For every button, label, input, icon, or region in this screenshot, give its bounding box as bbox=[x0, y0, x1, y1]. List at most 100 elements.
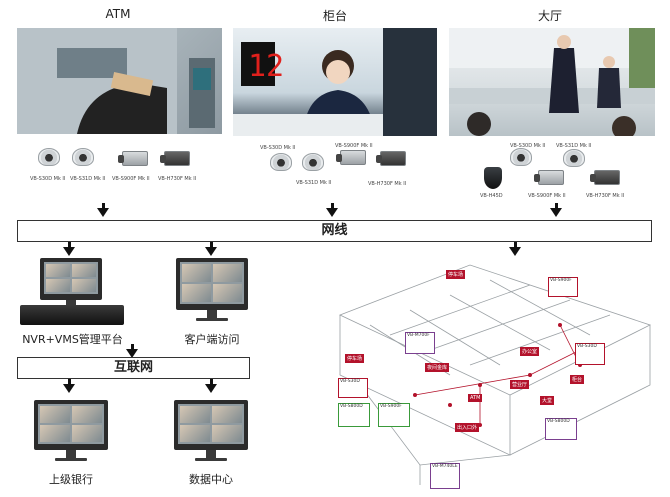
box-camera-icon bbox=[534, 170, 564, 185]
hall-photo bbox=[449, 28, 655, 136]
arrow-stem bbox=[68, 242, 71, 248]
section-title-hall: 大厅 bbox=[537, 9, 562, 23]
nvr-caption: NVR+VMS管理平台 bbox=[22, 333, 123, 346]
monitor-stand bbox=[206, 450, 216, 458]
dome-camera-icon bbox=[270, 153, 292, 171]
floorplan-camera-label: VB-S30D bbox=[577, 344, 597, 349]
monitor-stand bbox=[207, 310, 217, 318]
atm-scene-icon bbox=[17, 28, 215, 134]
arrow-stem bbox=[102, 203, 105, 209]
floorplan-camera: VB-S30D bbox=[575, 343, 605, 365]
camera-label: VB-S900F Mk II bbox=[112, 176, 150, 182]
camera-label: VB-H730F Mk II bbox=[158, 176, 197, 182]
floorplan-camera: VB-M740LE bbox=[430, 463, 460, 489]
monitor-base bbox=[55, 458, 87, 461]
dome-camera-icon bbox=[510, 148, 532, 166]
camera-label: VB-H45D bbox=[480, 193, 503, 199]
camera-label: VB-S31D Mk II bbox=[556, 143, 592, 149]
floorplan-camera-label: VB-S900F bbox=[550, 278, 572, 283]
nvr-recorder bbox=[20, 305, 124, 325]
datacenter-caption: 数据中心 bbox=[189, 473, 233, 486]
floorplan-tag: ATM bbox=[468, 394, 483, 402]
camera-label: VB-S31D Mk II bbox=[296, 180, 332, 186]
arrow-down-icon bbox=[326, 208, 338, 217]
floor-plan-drawing bbox=[338, 264, 652, 485]
client-monitor bbox=[176, 258, 248, 310]
floorplan-camera-label: VB-S800D bbox=[340, 404, 363, 409]
dome-camera-icon bbox=[563, 149, 585, 167]
arrow-down-icon bbox=[205, 247, 217, 256]
datacenter-monitor bbox=[174, 400, 248, 450]
floorplan-tag: 柜台 bbox=[570, 375, 585, 384]
box-camera-icon bbox=[590, 170, 620, 185]
arrow-down-icon bbox=[205, 384, 217, 393]
arrow-down-icon bbox=[63, 247, 75, 256]
section-title-atm: ATM bbox=[105, 7, 131, 21]
floorplan-tag: 夜间金库 bbox=[425, 363, 450, 372]
branch-monitor bbox=[34, 400, 108, 450]
dome-camera-icon bbox=[72, 148, 94, 166]
ptz-camera-icon bbox=[484, 167, 502, 189]
floorplan-tag: 出入口外 bbox=[455, 423, 480, 432]
monitor-stand bbox=[66, 300, 76, 308]
monitor-screen bbox=[44, 262, 98, 294]
arrow-down-icon bbox=[97, 208, 109, 217]
dome-camera-icon bbox=[38, 148, 60, 166]
box-camera-icon bbox=[376, 151, 406, 166]
camera-label: VB-S900F Mk II bbox=[528, 193, 566, 199]
arrow-stem bbox=[68, 379, 71, 385]
arrow-stem bbox=[210, 379, 213, 385]
monitor-screen bbox=[38, 404, 104, 444]
dome-camera-icon bbox=[302, 153, 324, 171]
arrow-stem bbox=[210, 242, 213, 248]
monitor-screen bbox=[178, 404, 244, 444]
arrow-down-icon bbox=[126, 349, 138, 358]
arrow-down-icon bbox=[63, 384, 75, 393]
floorplan-camera-label: VB-M700F bbox=[407, 333, 430, 338]
branch-caption: 上级银行 bbox=[49, 473, 93, 486]
internet-bar: 互联网 bbox=[17, 357, 250, 379]
camera-label: VB-S900F Mk II bbox=[335, 143, 373, 149]
arrow-stem bbox=[331, 203, 334, 209]
camera-label: VB-S30D Mk II bbox=[30, 176, 66, 182]
floorplan-camera-label: VB-S30D bbox=[340, 379, 360, 384]
box-camera-icon bbox=[336, 150, 366, 165]
floorplan-camera-label: VB-M740LE bbox=[432, 464, 458, 469]
floorplan-camera: VB-S800D bbox=[545, 418, 577, 440]
floorplan-tag: 营业厅 bbox=[510, 380, 530, 389]
monitor-base bbox=[195, 458, 227, 461]
client-caption: 客户端访问 bbox=[184, 333, 240, 346]
network-bar: 网线 bbox=[17, 220, 652, 242]
box-camera-icon bbox=[118, 151, 148, 166]
counter-scene-icon: 12 bbox=[233, 28, 437, 136]
camera-label: VB-H730F Mk II bbox=[368, 181, 407, 187]
floorplan-camera: VB-S30D bbox=[338, 378, 368, 398]
arrow-stem bbox=[131, 344, 134, 350]
arrow-down-icon bbox=[509, 247, 521, 256]
floorplan-camera: VB-S800D bbox=[338, 403, 370, 427]
camera-label: VB-S30D Mk II bbox=[260, 145, 296, 151]
camera-label: VB-S31D Mk II bbox=[70, 176, 106, 182]
floorplan-camera: VB-M700F bbox=[405, 332, 435, 354]
camera-label: VB-S30D Mk II bbox=[510, 143, 546, 149]
monitor-stand bbox=[66, 450, 76, 458]
counter-photo: 12 bbox=[233, 28, 437, 136]
floorplan-tag: 停车场 bbox=[446, 270, 466, 279]
floorplan-camera-label: VB-S800D bbox=[547, 419, 570, 424]
nvr-monitor bbox=[40, 258, 102, 300]
floorplan-camera: VB-S900F bbox=[378, 403, 410, 427]
arrow-stem bbox=[514, 242, 517, 248]
monitor-screen bbox=[180, 262, 244, 304]
box-camera-icon bbox=[160, 151, 190, 166]
floorplan-tag: 停车场 bbox=[345, 354, 365, 363]
floorplan-tag: 办公室 bbox=[520, 347, 540, 356]
arrow-down-icon bbox=[550, 208, 562, 217]
hall-scene-icon bbox=[449, 28, 655, 136]
floorplan-tag: 大堂 bbox=[540, 396, 555, 405]
floorplan-camera: VB-S900F bbox=[548, 277, 578, 297]
section-title-counter: 柜台 bbox=[322, 9, 347, 23]
atm-photo bbox=[17, 28, 222, 134]
floorplan-camera-label: VB-S900F bbox=[380, 404, 402, 409]
arrow-stem bbox=[555, 203, 558, 209]
svg-text:12: 12 bbox=[248, 49, 284, 84]
